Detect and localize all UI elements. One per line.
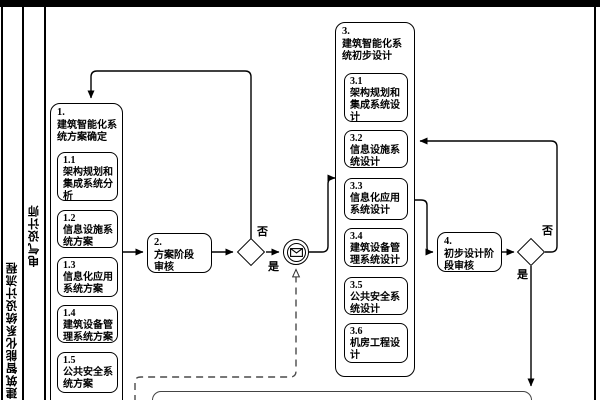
message-event-inner-ring: [286, 242, 306, 262]
message-event: [283, 239, 309, 265]
subtask-3-4: 3.4 建筑设备管 理系统设计: [344, 228, 408, 267]
activity-4-preliminary-review: 4. 初步设计阶 段审核: [437, 232, 502, 272]
activity-1-title: 建筑智能化系: [57, 119, 117, 131]
pool-right-border: [594, 7, 596, 400]
envelope-icon: [289, 247, 303, 257]
activity-1-number: 1.: [57, 107, 65, 118]
subtask-3-5: 3.5 公共安全系 统设计: [344, 277, 408, 315]
gateway-2-yes-label: 是: [517, 269, 528, 281]
subtask-1-1: 1.1 架构规划和 集成系统分 析: [57, 152, 118, 202]
subtask-1-5: 1.5 公共安全系 统方案: [57, 352, 118, 393]
next-stage-activity-cutoff: [152, 391, 532, 400]
pool-top-border: [0, 0, 600, 7]
pool-title-vertical-label: 建筑智能化系统设计流程: [6, 261, 19, 399]
pool-label-divider: [22, 7, 24, 400]
lane-role-vertical-label: 电气设计师: [28, 204, 41, 268]
subtask-3-6: 3.6 机房工程设 计: [344, 323, 408, 363]
gateway-2-no-label: 否: [542, 225, 553, 237]
lane-label-divider: [44, 7, 46, 400]
activity-2-scheme-review: 2. 方案阶段 审核: [147, 233, 212, 273]
subtask-3-3: 3.3 信息化应用 系统设计: [344, 178, 408, 220]
subtask-3-1: 3.1 架构规划和 集成系统设 计: [344, 73, 408, 123]
pool-left-border: [1, 7, 3, 400]
activity-1-title-line2: 统方案确定: [57, 132, 107, 143]
gateway-1-no-label: 否: [257, 226, 268, 238]
subtask-1-3: 1.3 信息化应用 系统方案: [57, 257, 118, 297]
subtask-1-2: 1.2 信息设施系 统方案: [57, 210, 118, 248]
gateway-1-yes-label: 是: [268, 261, 279, 273]
subtask-3-2: 3.2 信息设施系 统设计: [344, 130, 408, 168]
subtask-1-4: 1.4 建筑设备管 理系统方案: [57, 305, 118, 343]
